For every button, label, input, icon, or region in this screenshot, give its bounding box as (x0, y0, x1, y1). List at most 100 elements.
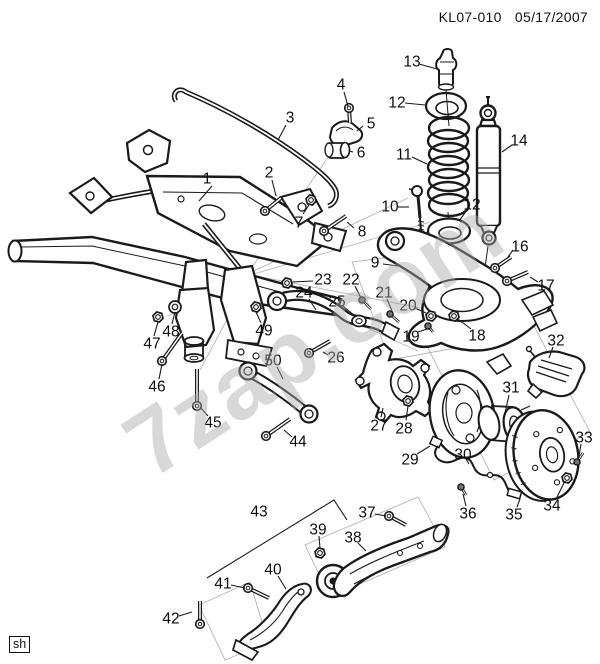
part-bar-bushing (324, 141, 351, 159)
callout-18: 18 (468, 328, 485, 345)
leader-line-35 (516, 498, 521, 508)
callout-4: 4 (337, 77, 346, 94)
leader-line-7 (302, 204, 310, 215)
callout-24: 24 (295, 285, 313, 302)
part-arm-bracket (231, 582, 312, 662)
leader-line-23 (291, 280, 314, 283)
callout-38: 38 (344, 530, 361, 547)
bolt-icon (501, 270, 529, 287)
nut-icon (305, 194, 317, 206)
callout-32: 32 (547, 333, 564, 350)
callout-45: 45 (204, 415, 221, 432)
callout-7: 7 (295, 215, 304, 232)
callout-8: 8 (358, 224, 367, 241)
leader-line-44 (283, 429, 293, 438)
bolt-icon (318, 214, 348, 237)
callout-11: 11 (396, 147, 412, 164)
callout-22: 22 (342, 272, 359, 289)
callout-29: 29 (401, 452, 418, 469)
leader-line-16 (507, 249, 514, 258)
drawing-number: KL07-010 (438, 9, 502, 25)
bolt-icon (457, 483, 468, 496)
callout-21: 21 (375, 285, 392, 302)
corner-tag: sh (9, 636, 31, 653)
part-lower-link-rod (238, 361, 319, 424)
callout-33: 33 (575, 430, 592, 447)
bolt-icon (303, 339, 331, 359)
callout-46: 46 (148, 379, 165, 396)
leader-line-27 (380, 407, 384, 418)
leader-line-1 (198, 185, 213, 202)
callout-12: 12 (388, 95, 405, 112)
leader-line-26 (322, 351, 329, 356)
bolt-icon (573, 452, 585, 466)
callout-36: 36 (459, 506, 476, 523)
leader-line-6 (348, 150, 354, 153)
leader-line-47 (153, 321, 159, 337)
part-bump-stop (435, 48, 458, 91)
leader-line-9 (382, 263, 399, 267)
part-stabilizer-bar (171, 87, 339, 209)
leader-line-38 (357, 542, 367, 552)
nut-icon (314, 547, 326, 559)
callout-9: 9 (371, 255, 380, 272)
callout-3: 3 (286, 110, 295, 127)
callout-39: 39 (309, 522, 326, 539)
leader-line-24 (308, 298, 317, 311)
callout-27: 27 (370, 418, 387, 435)
part-brake-caliper (525, 345, 586, 400)
callout-40: 40 (264, 562, 282, 579)
part-upper-spring-seat (424, 91, 468, 121)
leader-line-18 (457, 318, 472, 330)
leader-line-48 (171, 311, 176, 325)
bolt-icon (194, 601, 206, 630)
callout-26: 26 (327, 350, 344, 367)
callout-34: 34 (543, 498, 561, 515)
callout-49: 49 (255, 323, 272, 340)
bolt-icon (191, 369, 203, 412)
leader-line-42 (178, 611, 193, 617)
callout-20: 20 (399, 298, 417, 315)
nut-icon (152, 311, 164, 323)
leader-line-33 (578, 443, 582, 457)
callout-13: 13 (403, 54, 420, 71)
callout-35: 35 (505, 507, 522, 524)
leader-line-25 (342, 305, 356, 317)
callout-5: 5 (367, 116, 376, 133)
callout-2: 2 (265, 165, 274, 182)
leader-line-21 (386, 298, 393, 312)
part-subframe (7, 128, 348, 368)
leader-line-14 (501, 144, 513, 153)
washer-icon (168, 300, 182, 314)
nut-icon (425, 310, 437, 322)
leader-line-45 (199, 406, 209, 417)
callout-31: 31 (502, 380, 519, 397)
leader-line-22 (354, 285, 362, 299)
bolt-icon (242, 582, 270, 600)
leader-line-37 (374, 513, 387, 517)
bolt-icon (383, 510, 407, 527)
leader-line-49 (255, 311, 262, 324)
callout-6: 6 (357, 145, 366, 162)
callout-1: 1 (203, 171, 212, 188)
drawing-header: KL07-010 05/17/2007 (439, 9, 588, 25)
leader-line-30 (465, 458, 470, 465)
hardware-fasteners (152, 102, 585, 630)
bolt-icon (260, 417, 292, 442)
part-upper-lateral-link (266, 289, 401, 342)
leader-line-41 (230, 584, 246, 589)
leader-line-8 (346, 221, 355, 229)
bushing-icon (351, 314, 367, 328)
callout-14: 14 (510, 133, 528, 150)
leader-line-28 (405, 405, 409, 421)
callout-10: 10 (381, 199, 399, 216)
bolt-icon (386, 310, 400, 323)
bolt-icon (424, 322, 434, 333)
leader-line-17 (529, 276, 539, 283)
callout-19: 19 (402, 329, 419, 346)
leader-line-5 (356, 125, 364, 132)
bolt-icon (358, 296, 372, 310)
